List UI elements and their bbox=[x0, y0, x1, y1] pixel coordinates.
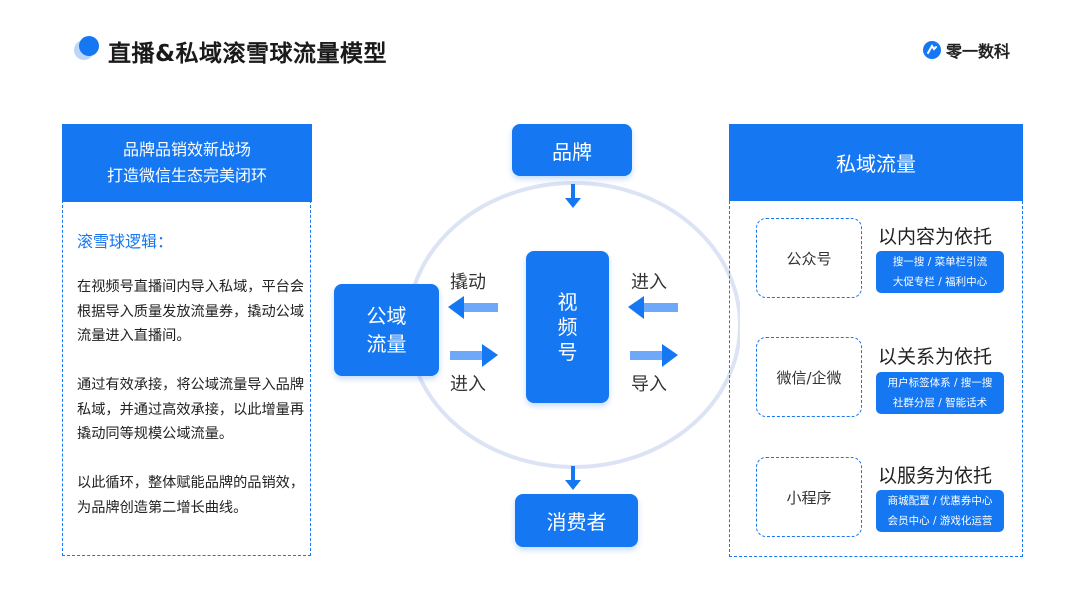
page-title: 直播&私域滚雪球流量模型 bbox=[108, 41, 388, 67]
arrow-enter-left bbox=[628, 296, 678, 319]
video-channel-box: 视 频 号 bbox=[526, 251, 609, 403]
brand-name: 零一数科 bbox=[946, 42, 1011, 61]
title-bullet-icon bbox=[74, 36, 99, 60]
row3-title: 以服务为依托 bbox=[878, 465, 993, 487]
public-traffic-line1: 公域 bbox=[366, 304, 407, 328]
label-leverage: 撬动 bbox=[450, 272, 486, 293]
brand-box: 品牌 bbox=[512, 124, 632, 176]
left-panel-subtitle: 滚雪球逻辑： bbox=[77, 232, 174, 251]
left-paragraph-2: 通过有效承接，将公域流量导入品牌私域，并通过高效承接，以此增量再撬动同等规模公域… bbox=[77, 377, 305, 442]
channel-wechat: 微信/企微 bbox=[756, 337, 862, 417]
left-header-line1: 品牌品销效新战场 bbox=[122, 140, 251, 159]
row2-tag-line1: 用户标签体系 / 搜一搜 bbox=[887, 377, 993, 389]
row3-tag-line2: 会员中心 / 游戏化运营 bbox=[887, 515, 993, 527]
row1-tag-line1: 搜一搜 / 菜单栏引流 bbox=[892, 256, 988, 268]
channel-official-account: 公众号 bbox=[756, 218, 862, 298]
cycle-diagram bbox=[406, 181, 740, 490]
label-enter-right: 进入 bbox=[631, 272, 667, 293]
row1-title: 以内容为依托 bbox=[878, 226, 993, 248]
arrow-leverage-left bbox=[448, 296, 498, 319]
label-import: 导入 bbox=[631, 374, 667, 395]
row1-tag: 搜一搜 / 菜单栏引流 大促专栏 / 福利中心 bbox=[876, 251, 1004, 293]
left-paragraph-1: 在视频号直播间内导入私域，平台会根据导入质量发放流量券，撬动公域流量进入直播间。 bbox=[77, 279, 305, 344]
arrow-import-right bbox=[630, 344, 678, 367]
row2-tag-line2: 社群分层 / 智能话术 bbox=[892, 397, 988, 409]
left-header-line2: 打造微信生态完美闭环 bbox=[106, 166, 267, 185]
left-paragraph-3: 以此循环，整体赋能品牌的品销效，为品牌创造第二增长曲线。 bbox=[77, 475, 305, 516]
arrow-enter-right bbox=[450, 344, 498, 367]
consumer-box: 消费者 bbox=[515, 494, 638, 547]
row3-tag: 商城配置 / 优惠券中心 会员中心 / 游戏化运营 bbox=[876, 490, 1004, 532]
arrow-down-to-consumer bbox=[565, 466, 581, 490]
public-traffic-line2: 流量 bbox=[366, 332, 407, 356]
brand-logo: 零一数科 bbox=[922, 38, 1010, 62]
channel-mini-program: 小程序 bbox=[756, 457, 862, 537]
right-panel-header: 私域流量 bbox=[729, 124, 1023, 201]
right-panel-box bbox=[729, 201, 1023, 557]
row1-tag-line2: 大促专栏 / 福利中心 bbox=[892, 276, 988, 288]
brand-logo-icon bbox=[923, 41, 941, 59]
left-panel-box bbox=[62, 200, 311, 556]
public-traffic-box: 公域 流量 bbox=[334, 284, 439, 376]
arrow-down-from-brand bbox=[565, 184, 581, 208]
label-enter-left: 进入 bbox=[450, 374, 486, 395]
left-panel-header: 品牌品销效新战场 打造微信生态完美闭环 bbox=[62, 124, 312, 202]
row2-tag: 用户标签体系 / 搜一搜 社群分层 / 智能话术 bbox=[876, 372, 1004, 414]
row3-tag-line1: 商城配置 / 优惠券中心 bbox=[887, 495, 993, 507]
row2-title: 以关系为依托 bbox=[878, 346, 993, 368]
